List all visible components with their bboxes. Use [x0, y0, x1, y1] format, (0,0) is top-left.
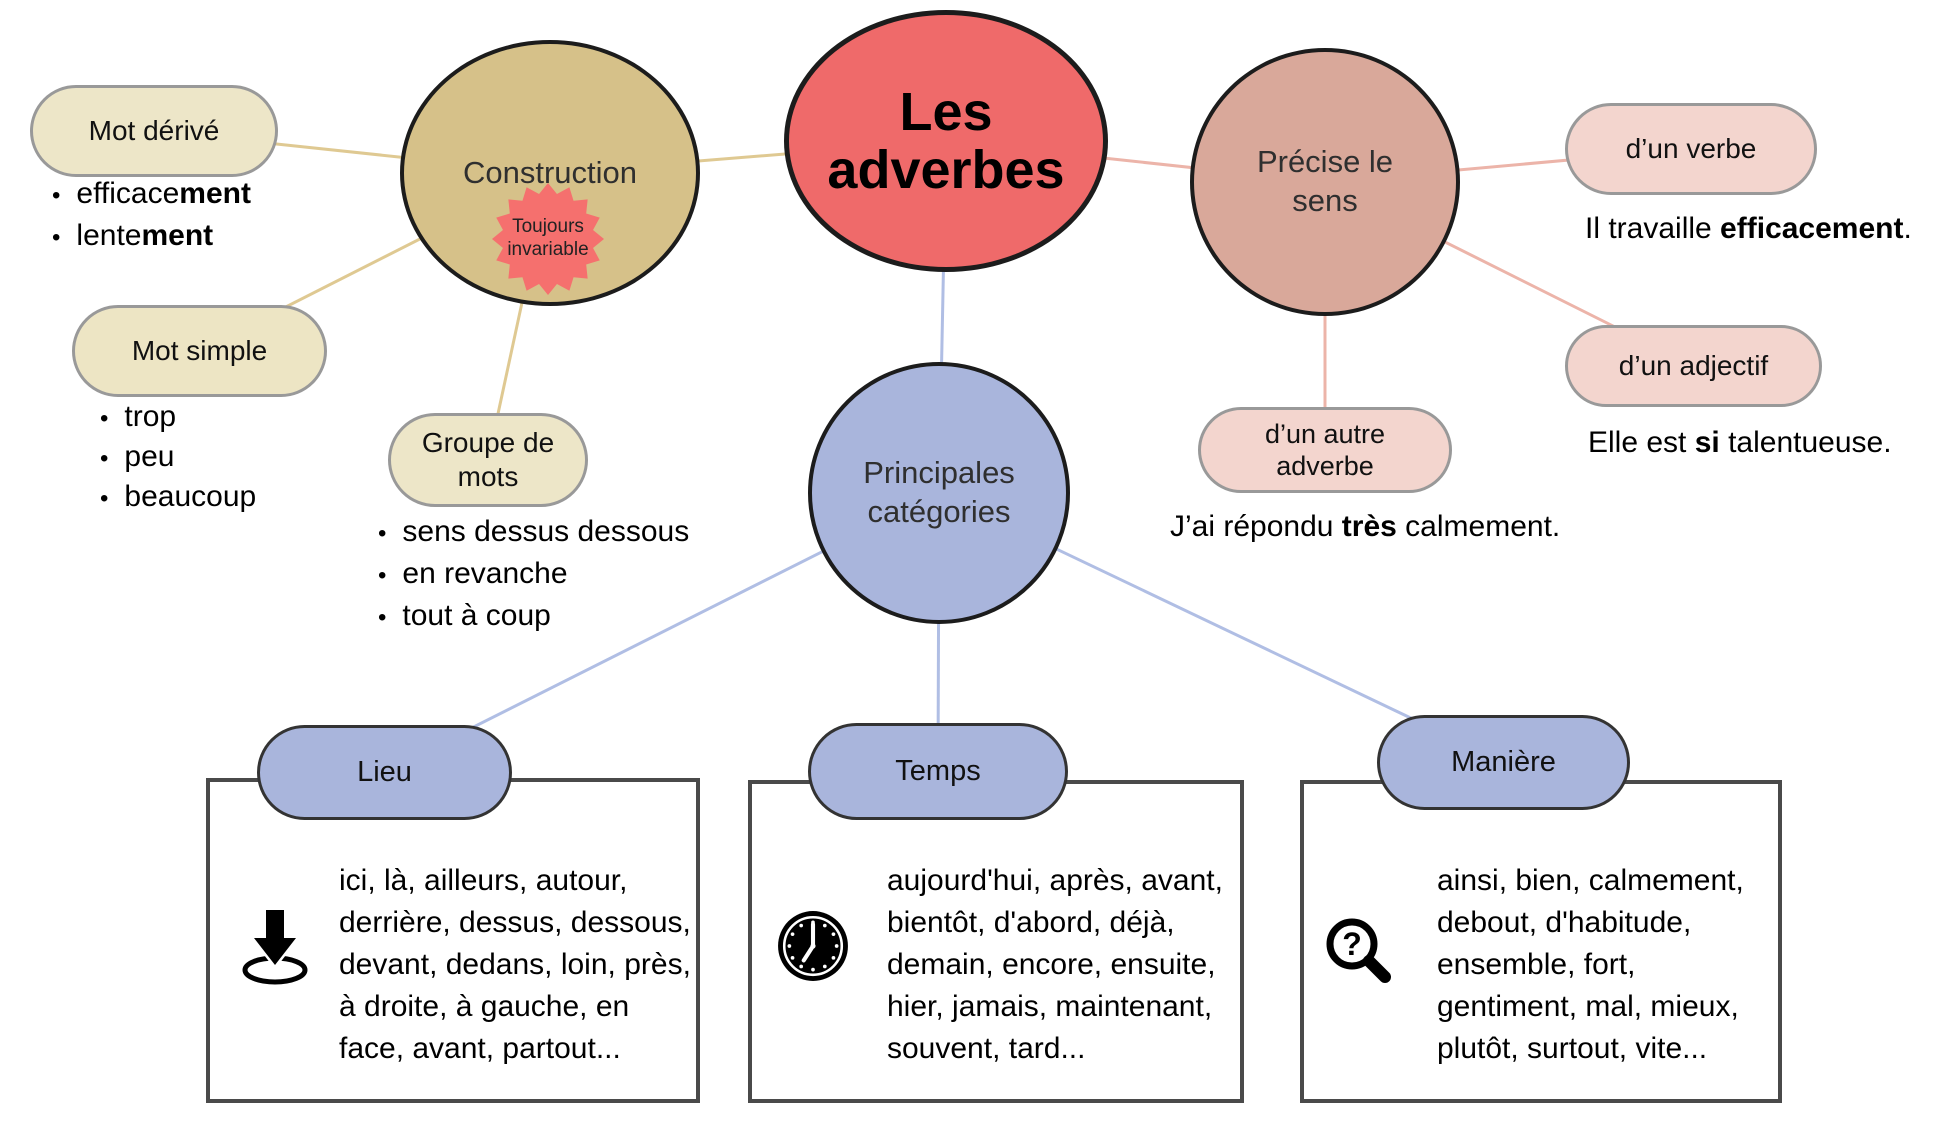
pill-groupe-de-mots: Groupe de mots [388, 413, 588, 507]
list-line: face, avant, partout... [339, 1032, 621, 1065]
pill-maniere-label: Manière [1451, 746, 1556, 779]
pill-dun-adjectif: d’un adjectif [1565, 325, 1822, 407]
pill-temps-label: Temps [895, 755, 981, 788]
svg-text:?: ? [1342, 926, 1362, 962]
lieu-box: ici, là, ailleurs, autour, derrière, des… [206, 778, 700, 1103]
drop-location-icon [236, 907, 314, 995]
bullet-icon: • [378, 562, 387, 589]
bullet-icon: • [100, 445, 109, 472]
pill-maniere: Manière [1377, 715, 1630, 810]
central-node-label: Les adverbes [827, 81, 1065, 200]
bullet-icon: • [378, 604, 387, 631]
list-line: gentiment, mal, mieux, [1437, 990, 1739, 1023]
list-line: debout, d'habitude, [1437, 906, 1692, 939]
pill-temps: Temps [808, 723, 1068, 820]
example-verbe: Il travaille efficacement. [1585, 212, 1912, 245]
example-adjectif: Elle est si talentueuse. [1588, 426, 1892, 459]
clock-icon [776, 909, 850, 988]
list-line: ici, là, ailleurs, autour, [339, 864, 628, 897]
groupe-de-mots-list: •sens dessus dessous •en revanche •tout … [378, 512, 689, 638]
list-line: ainsi, bien, calmement, [1437, 864, 1744, 897]
list-item: •trop [100, 398, 256, 438]
list-line: devant, dedans, loin, près, [339, 948, 691, 981]
construction-label: Construction [462, 155, 638, 190]
bullet-icon: • [52, 182, 61, 209]
pill-dun-verbe: d’un verbe [1565, 103, 1817, 195]
list-line: ensemble, fort, [1437, 948, 1636, 981]
pill-groupe-de-mots-label: Groupe de mots [421, 427, 555, 492]
pill-dun-adjectif-label: d’un adjectif [1618, 350, 1769, 382]
pill-dun-autre-adverbe: d’un autre adverbe [1198, 407, 1452, 493]
principales-categories-node: Principales catégories [808, 362, 1070, 624]
pill-mot-derive: Mot dérivé [30, 85, 278, 177]
pill-lieu: Lieu [257, 725, 512, 820]
pill-lieu-label: Lieu [357, 756, 412, 789]
list-item: •en revanche [378, 554, 689, 596]
pill-mot-simple-label: Mot simple [131, 335, 268, 367]
pill-mot-simple: Mot simple [72, 305, 327, 397]
list-item: •sens dessus dessous [378, 512, 689, 554]
invariable-badge: Toujours invariable [492, 183, 604, 295]
list-line: aujourd'hui, après, avant, [887, 864, 1223, 897]
temps-box: aujourd'hui, après, avant, bientôt, d'ab… [748, 780, 1244, 1103]
list-item: •tout à coup [378, 596, 689, 638]
question-magnifier-icon: ? [1322, 914, 1398, 999]
list-line: demain, encore, ensuite, [887, 948, 1216, 981]
list-item: •beaucoup [100, 478, 256, 518]
list-line: bientôt, d'abord, déjà, [887, 906, 1175, 939]
list-line: plutôt, surtout, vite... [1437, 1032, 1708, 1065]
pill-dun-autre-adverbe-label: d’un autre adverbe [1264, 418, 1386, 481]
bullet-icon: • [100, 405, 109, 432]
lieu-word-list: ici, là, ailleurs, autour, derrière, des… [339, 860, 691, 1070]
list-line: souvent, tard... [887, 1032, 1086, 1065]
list-line: à droite, à gauche, en [339, 990, 630, 1023]
bullet-icon: • [378, 520, 387, 547]
maniere-box: ? ainsi, bien, calmement, debout, d'habi… [1300, 780, 1782, 1103]
precise-le-sens-node: Précise le sens [1190, 48, 1460, 316]
starburst-icon [492, 183, 604, 295]
central-node-les-adverbes: Les adverbes [784, 10, 1108, 272]
maniere-word-list: ainsi, bien, calmement, debout, d'habitu… [1437, 860, 1744, 1070]
mot-simple-list: •trop •peu •beaucoup [100, 398, 256, 518]
bullet-icon: • [100, 485, 109, 512]
precise-le-sens-label: Précise le sens [1256, 144, 1394, 218]
invariable-badge-label: Toujours invariable [507, 216, 589, 260]
example-autre-adverbe: J’ai répondu très calmement. [1170, 510, 1561, 543]
temps-word-list: aujourd'hui, après, avant, bientôt, d'ab… [887, 860, 1223, 1070]
bullet-icon: • [52, 224, 61, 251]
pill-mot-derive-label: Mot dérivé [88, 115, 220, 147]
list-line: hier, jamais, maintenant, [887, 990, 1213, 1023]
principales-categories-label: Principales catégories [863, 455, 1015, 529]
list-line: derrière, dessus, dessous, [339, 906, 691, 939]
pill-dun-verbe-label: d’un verbe [1625, 133, 1757, 165]
list-item: •peu [100, 438, 256, 478]
